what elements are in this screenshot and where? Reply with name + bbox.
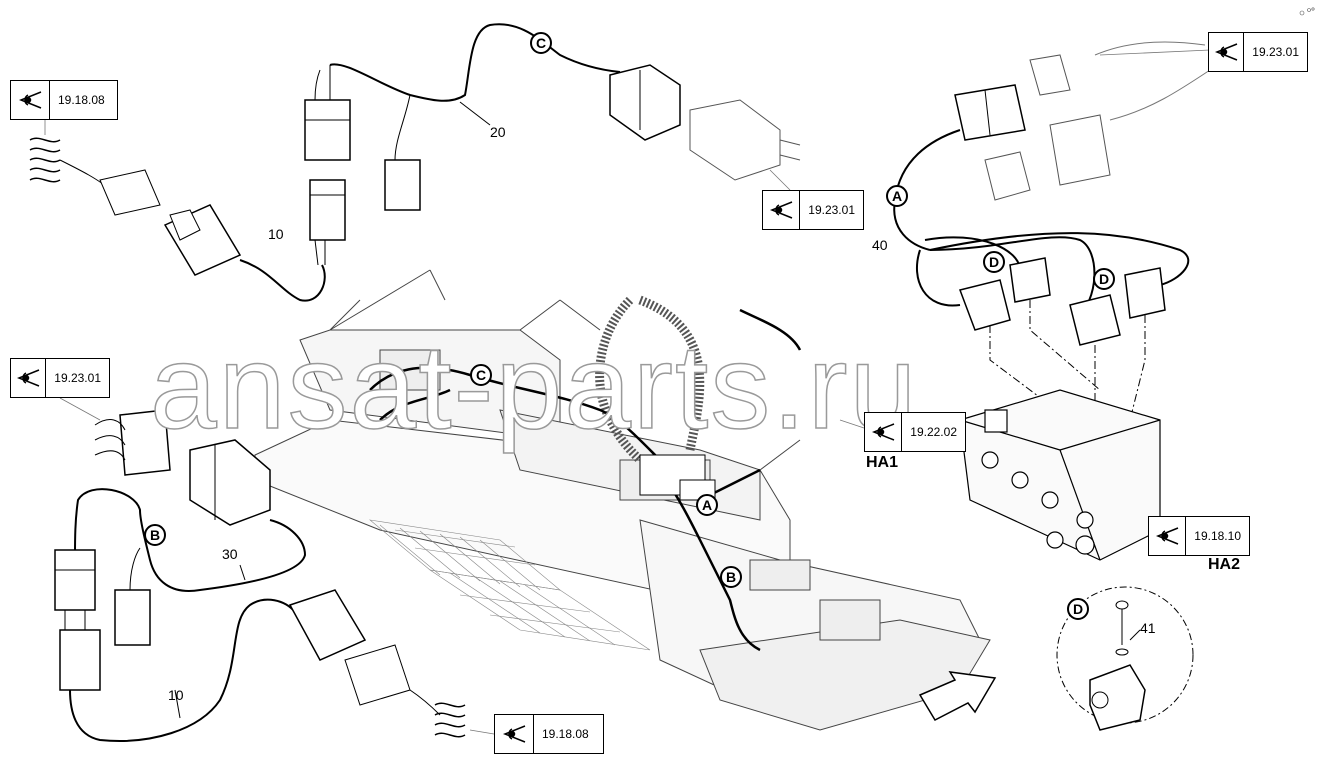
callout-a: A — [696, 494, 718, 516]
ref-code: 19.18.10 — [1194, 529, 1241, 543]
ref-code: 19.18.08 — [542, 727, 589, 741]
view-eye-icon — [11, 359, 47, 397]
harness-right — [893, 41, 1211, 421]
ref-code: 19.18.08 — [58, 93, 105, 107]
part-label: 10 — [268, 226, 284, 242]
callout-b: B — [144, 524, 166, 546]
valve-block — [959, 389, 1161, 561]
part-label: 30 — [222, 546, 238, 562]
view-eye-icon — [495, 715, 534, 753]
grating-panels — [368, 519, 651, 651]
part-label: 40 — [872, 237, 888, 253]
harness-top-left — [29, 23, 801, 302]
view-eye-icon — [763, 191, 801, 229]
direction-arrow — [918, 671, 997, 721]
ref-box[interactable]: 19.23.01 — [10, 358, 110, 398]
ref-box[interactable]: 19.23.01 — [762, 190, 864, 230]
harness-bottom-left — [54, 409, 466, 742]
corner-mark — [1299, 7, 1315, 16]
callout-c: C — [470, 364, 492, 386]
part-label: 41 — [1140, 620, 1156, 636]
view-eye-icon — [1209, 33, 1245, 71]
ref-box[interactable]: 19.18.08 — [494, 714, 604, 754]
ref-code: 19.22.02 — [910, 425, 957, 439]
detail-d — [1056, 586, 1194, 731]
view-eye-icon — [1149, 517, 1187, 555]
callout-d: D — [983, 251, 1005, 273]
part-label: 10 — [168, 687, 184, 703]
view-eye-icon — [865, 413, 903, 451]
callout-a: A — [886, 185, 908, 207]
group-label-ha2: HA2 — [1208, 556, 1241, 573]
ref-box[interactable]: 19.22.02 — [864, 412, 966, 452]
group-label-ha1: HA1 — [866, 454, 899, 471]
callout-d: D — [1093, 268, 1115, 290]
ref-code: 19.23.01 — [1252, 45, 1299, 59]
ref-code: 19.23.01 — [808, 203, 855, 217]
ref-box[interactable]: 19.18.08 — [10, 80, 118, 120]
callout-b: B — [720, 566, 742, 588]
part-label: 20 — [490, 124, 506, 140]
ref-box[interactable]: 19.18.10 — [1148, 516, 1250, 556]
ref-code: 19.23.01 — [54, 371, 101, 385]
callout-c: C — [530, 32, 552, 54]
leader-lines — [44, 49, 1211, 736]
view-eye-icon — [11, 81, 50, 119]
callout-d: D — [1067, 598, 1089, 620]
ref-box[interactable]: 19.23.01 — [1208, 32, 1308, 72]
